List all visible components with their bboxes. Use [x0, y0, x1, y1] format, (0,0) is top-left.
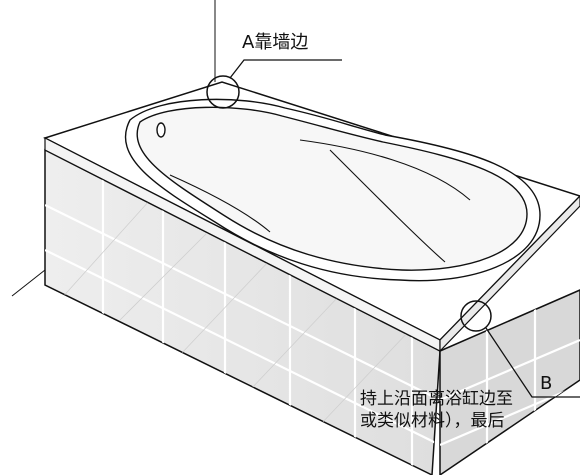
- leader-line-b: [485, 327, 580, 398]
- tiled-apron-front: [44, 148, 441, 475]
- leader-line-a: [229, 59, 342, 79]
- callout-circle-b: [460, 300, 492, 332]
- callout-label-a: A靠墙边: [242, 32, 309, 53]
- floor-line: [11, 269, 46, 297]
- instruction-line-1: 持上沿面离浴缸边至: [360, 389, 513, 409]
- tub-basin: [124, 98, 541, 282]
- callout-label-b: B: [540, 373, 553, 394]
- instruction-text: 持上沿面离浴缸边至 或类似材料），最后: [360, 388, 513, 432]
- callout-circle-a: [206, 75, 240, 109]
- instruction-line-2: 或类似材料），最后: [360, 411, 505, 431]
- tiled-apron-side: [439, 289, 580, 475]
